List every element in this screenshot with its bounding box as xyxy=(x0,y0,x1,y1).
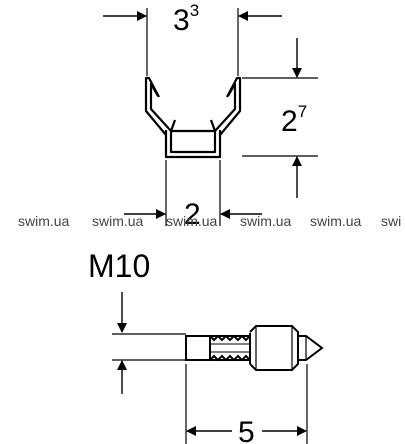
profile-inner-width-dim: 2 xyxy=(184,198,201,231)
fastener-length-dim: 5 xyxy=(238,416,255,444)
bolt-body xyxy=(185,325,324,371)
watermark-row: swim.ua swim.ua swim.ua swim.ua swim.ua … xyxy=(18,213,401,229)
profile-width-dim: 33 xyxy=(173,1,199,37)
watermark-6: swi xyxy=(381,213,401,229)
watermark-5: swim.ua xyxy=(310,213,362,229)
channel-profile xyxy=(144,76,242,159)
watermark-1: swim.ua xyxy=(18,213,70,229)
thread-label: M10 xyxy=(88,248,150,284)
fastener-group: M10 5 xyxy=(88,248,324,444)
profile-group: 33 27 2 xyxy=(103,1,318,231)
watermark-4: swim.ua xyxy=(240,213,292,229)
watermark-2: swim.ua xyxy=(92,213,144,229)
profile-height-dim: 27 xyxy=(281,102,307,138)
watermark-3: swim.ua xyxy=(166,213,218,229)
